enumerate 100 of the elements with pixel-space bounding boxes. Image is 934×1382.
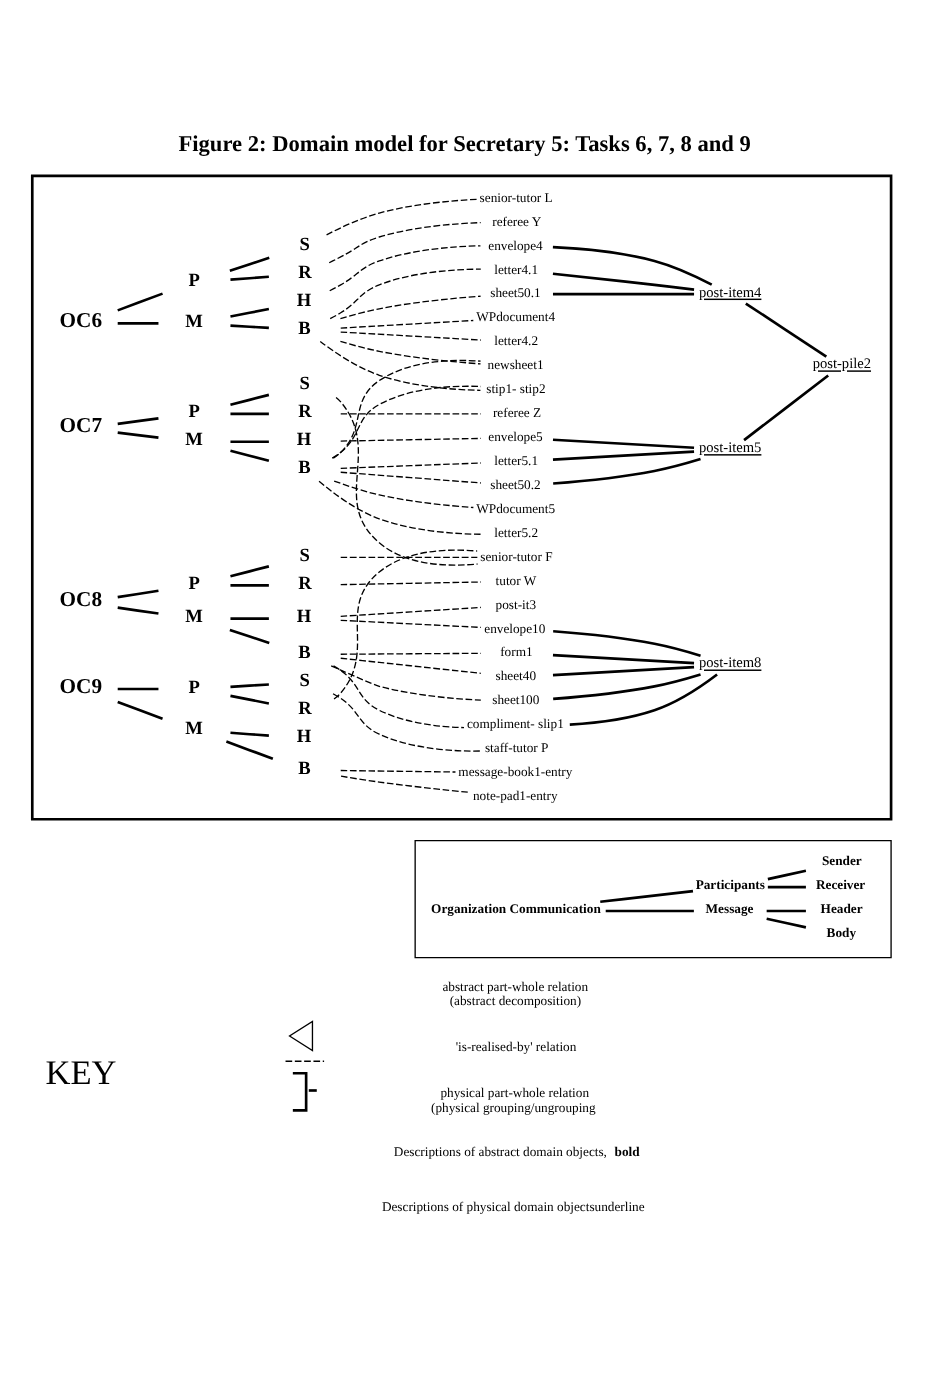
connector	[330, 665, 482, 701]
connector	[552, 292, 695, 296]
connector	[331, 385, 482, 459]
connector	[340, 331, 482, 341]
connector	[339, 295, 482, 320]
connector	[230, 275, 269, 281]
node-text: P	[188, 271, 200, 292]
connector	[230, 583, 269, 587]
connector	[340, 619, 482, 629]
node-text: M	[185, 719, 203, 740]
connector	[229, 628, 270, 645]
connector	[745, 302, 828, 358]
connector	[230, 307, 270, 318]
connector	[230, 565, 270, 578]
connector	[117, 417, 159, 426]
node-text: OC6	[59, 311, 103, 334]
connector	[569, 673, 718, 726]
node-text: M	[185, 431, 203, 452]
node-text: post-item5	[698, 438, 762, 457]
connector	[319, 340, 482, 392]
connector	[340, 462, 482, 469]
node-text: H	[296, 727, 312, 748]
connector	[767, 869, 807, 881]
connector	[340, 413, 482, 415]
connector	[340, 769, 457, 773]
node-text: OC9	[59, 676, 103, 699]
connector	[552, 450, 695, 461]
connector	[318, 480, 482, 535]
connector	[329, 245, 482, 292]
connector	[117, 589, 159, 599]
connector	[333, 549, 478, 700]
node-text: post-pile2	[812, 354, 872, 373]
connector	[328, 221, 482, 264]
node-text: B	[298, 644, 311, 665]
connector	[340, 581, 482, 586]
connector	[332, 693, 482, 752]
node-text: M	[185, 608, 203, 629]
node-text: OC7	[59, 416, 103, 439]
connector	[230, 683, 269, 689]
connector	[117, 292, 163, 312]
connector	[552, 438, 695, 450]
node-text: R	[298, 263, 312, 284]
node-text: P	[188, 403, 200, 424]
connector	[340, 606, 482, 617]
connector	[766, 909, 806, 913]
connector	[117, 322, 159, 325]
connector	[766, 917, 807, 929]
node-text: R	[298, 699, 312, 720]
connector	[230, 617, 269, 620]
diagram-title: Figure 2: Domain model for Secretary 5: Tasks 6, 7, 8 and 9	[178, 133, 751, 158]
node-text: post-item4	[698, 282, 762, 301]
connector	[340, 556, 478, 559]
connector	[333, 480, 475, 509]
connector	[767, 885, 806, 889]
node-text: B	[298, 759, 311, 780]
connector	[605, 909, 694, 913]
node-text: M	[185, 313, 203, 333]
node-text: R	[298, 574, 312, 595]
connector	[552, 653, 695, 665]
connector	[230, 440, 269, 444]
connector	[552, 245, 713, 286]
connector	[325, 198, 478, 236]
cluster	[30, 174, 893, 821]
connector	[553, 629, 701, 657]
node-text: S	[299, 546, 310, 567]
connector	[230, 449, 270, 462]
connector	[339, 340, 482, 365]
connector	[340, 319, 474, 329]
node-text: post-item8	[698, 653, 762, 672]
node-text: B	[298, 319, 311, 340]
connector	[552, 272, 695, 291]
connector	[340, 471, 482, 484]
connector	[117, 606, 159, 615]
node-text: P	[188, 678, 200, 699]
connector	[230, 731, 269, 737]
node-text: OC8	[59, 590, 103, 613]
node-text: H	[296, 608, 312, 629]
connector	[340, 652, 482, 655]
connector	[340, 437, 482, 442]
connector	[230, 412, 269, 416]
connector	[340, 657, 482, 674]
label: KEY	[45, 1054, 117, 1093]
connector	[230, 324, 269, 330]
connector	[553, 673, 701, 701]
connector	[117, 687, 159, 691]
node-text: H	[296, 431, 312, 452]
connector	[553, 457, 701, 485]
connector	[117, 700, 163, 721]
connector	[335, 396, 479, 566]
connector	[743, 374, 829, 442]
node-text: S	[299, 235, 310, 256]
connector	[230, 393, 270, 407]
connector	[552, 665, 695, 677]
connector	[600, 889, 694, 904]
connector	[117, 431, 159, 439]
node-text: S	[299, 375, 310, 396]
cluster	[414, 839, 892, 959]
node-text: R	[298, 403, 312, 424]
connector	[230, 694, 270, 705]
connector	[332, 359, 482, 459]
